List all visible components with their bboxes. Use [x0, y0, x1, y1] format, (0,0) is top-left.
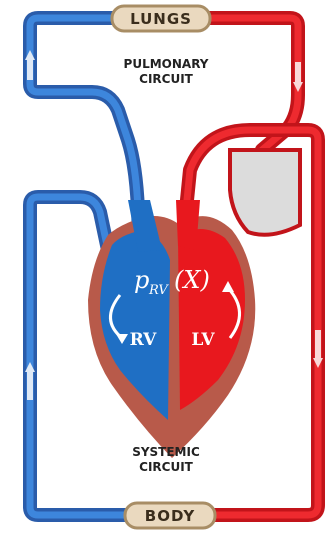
left-atrium	[230, 150, 300, 235]
formula-argument: (X)	[174, 266, 210, 294]
left-ventricle-label: LV	[191, 330, 215, 350]
heart-top-red	[176, 200, 200, 250]
formula-p: p	[134, 266, 149, 294]
pulmonary-circuit-line2: CIRCUIT	[139, 72, 194, 86]
lungs-label: LUNGS	[130, 10, 192, 28]
systemic-circuit-line1: SYSTEMIC	[132, 445, 200, 459]
body-label: BODY	[145, 507, 196, 525]
formula-subscript: RV	[148, 283, 169, 298]
body-badge: BODY	[125, 503, 215, 528]
right-ventricle-label: RV	[130, 330, 158, 350]
systemic-circuit-line2: CIRCUIT	[139, 460, 194, 474]
lungs-badge: LUNGS	[112, 6, 210, 31]
pulmonary-circuit-line1: PULMONARY	[124, 57, 209, 71]
pulmonary-artery-blue	[30, 18, 140, 260]
